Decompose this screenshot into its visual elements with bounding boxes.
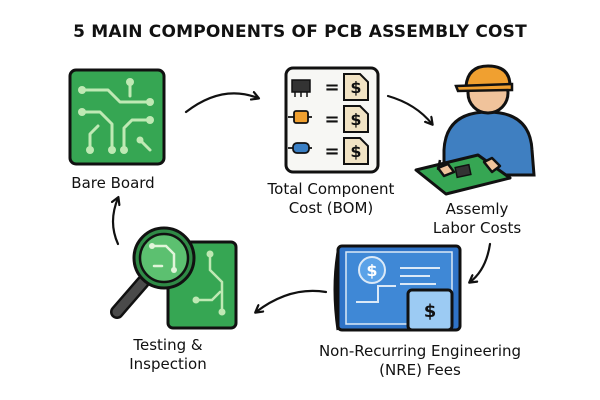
step-label-line: Assemly <box>445 200 509 218</box>
arrow-testing-to-board <box>113 198 118 246</box>
step-label-line: Inspection <box>129 355 207 373</box>
step-label-line: Bare Board <box>71 174 155 192</box>
blueprint-dollar-icon <box>333 244 462 332</box>
arrow-board-to-bom <box>184 93 258 114</box>
bom-checklist-icon <box>284 66 380 174</box>
step-label-line: Total Component <box>267 180 395 198</box>
nre-dollar-circle: $ <box>366 261 377 280</box>
step-label-nre: Non-Recurring Engineering (NRE) Fees <box>290 342 550 380</box>
step-label-line: Labor Costs <box>432 219 522 237</box>
step-label-line: Testing & <box>133 336 203 354</box>
step-label-testing: Testing & Inspection <box>108 336 228 374</box>
bom-dollar-3: $ <box>350 142 361 161</box>
magnifier-board-icon <box>110 226 238 330</box>
arrow-nre-to-testing <box>256 289 328 312</box>
step-label-labor: Assemly Labor Costs <box>412 200 542 238</box>
arrow-labor-to-nre <box>470 242 492 282</box>
step-label-bare-board: Bare Board <box>58 174 168 193</box>
bom-dollar-2: $ <box>350 110 361 129</box>
bom-equals-2: = <box>324 109 339 130</box>
step-label-line: (NRE) Fees <box>379 361 461 379</box>
bom-dollar-1: $ <box>350 78 361 97</box>
nre-dollar-card: $ <box>424 301 437 322</box>
step-label-line: Cost (BOM) <box>288 199 374 217</box>
technician-icon <box>414 64 536 196</box>
step-label-line: Non-Recurring Engineering <box>318 342 522 360</box>
arrow-bom-to-labor <box>386 94 432 124</box>
step-label-bom: Total Component Cost (BOM) <box>246 180 416 218</box>
circuit-board-icon <box>68 68 166 166</box>
bom-equals-3: = <box>324 141 339 162</box>
bom-equals-1: = <box>324 77 339 98</box>
diagram-title: 5 MAIN COMPONENTS OF PCB ASSEMBLY COST <box>73 22 527 42</box>
flow-arrows <box>113 93 492 312</box>
